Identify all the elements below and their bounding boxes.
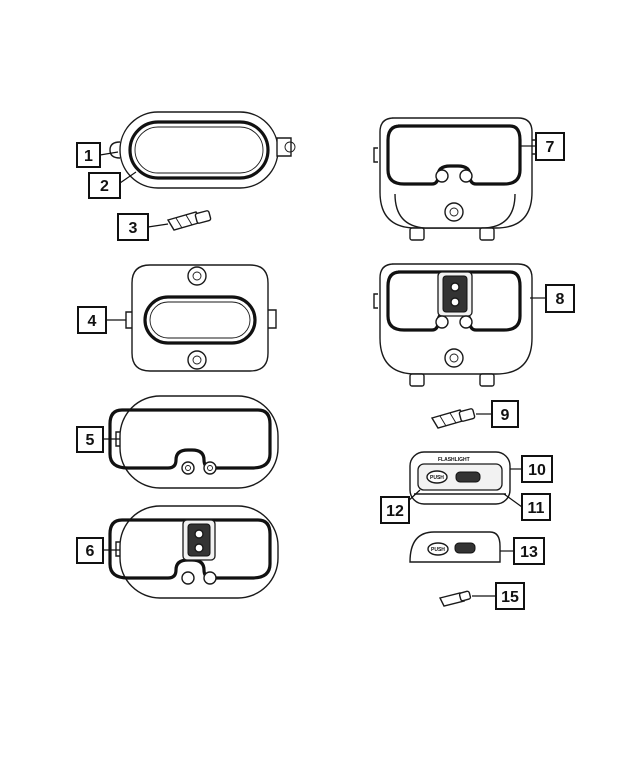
- leader-lines: [99, 145, 546, 597]
- push-label-a: PUSH: [430, 475, 444, 481]
- callout-4: 4: [77, 306, 107, 334]
- callout-15: 15: [495, 582, 525, 610]
- callout-8: 8: [545, 284, 575, 313]
- part-lens-ring: [109, 111, 296, 189]
- part-bulb-15: [438, 590, 472, 607]
- svg-text:15: 15: [501, 589, 519, 606]
- part-bulb-3: [166, 210, 212, 231]
- callout-7: 7: [535, 132, 565, 161]
- callout-2: 2: [88, 172, 121, 199]
- part-bezel-5: [108, 395, 279, 489]
- flashlight-label: FLASHLIGHT: [438, 457, 470, 463]
- callout-11: 11: [521, 493, 551, 521]
- callout-1: 1: [76, 142, 101, 168]
- callout-10: 10: [521, 455, 553, 483]
- part-console-8: [373, 263, 533, 387]
- svg-text:5: 5: [86, 432, 95, 449]
- part-cover-13: PUSH: [409, 531, 501, 563]
- svg-text:4: 4: [88, 313, 97, 330]
- part-housing-4: [125, 264, 277, 372]
- callout-9: 9: [491, 400, 519, 428]
- svg-text:10: 10: [528, 462, 546, 479]
- callout-3: 3: [117, 213, 149, 241]
- svg-text:11: 11: [528, 500, 545, 517]
- callout-12: 12: [380, 496, 410, 524]
- svg-text:9: 9: [501, 407, 510, 424]
- part-flashlight-module: FLASHLIGHT PUSH: [409, 451, 511, 505]
- svg-text:2: 2: [100, 178, 109, 195]
- callout-13: 13: [513, 537, 545, 565]
- svg-text:1: 1: [84, 148, 93, 165]
- part-console-7: [373, 117, 539, 241]
- callout-5: 5: [76, 426, 104, 453]
- svg-text:13: 13: [520, 544, 538, 561]
- svg-text:8: 8: [556, 291, 565, 308]
- svg-text:3: 3: [129, 220, 138, 237]
- part-bezel-6: [108, 505, 279, 599]
- push-label-b: PUSH: [431, 547, 445, 553]
- svg-text:12: 12: [386, 503, 404, 520]
- part-bulb-9: [430, 408, 476, 429]
- svg-text:6: 6: [86, 543, 95, 560]
- svg-text:7: 7: [546, 139, 555, 156]
- callout-6: 6: [76, 537, 104, 564]
